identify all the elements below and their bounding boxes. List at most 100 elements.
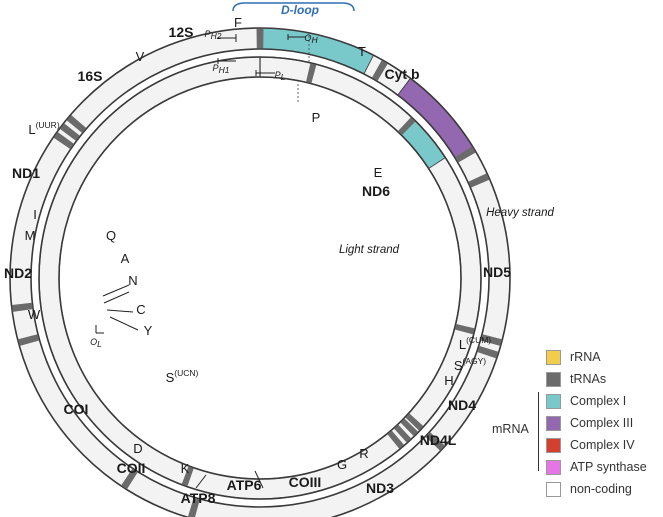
ring-outline-2 [38,56,482,500]
heavy-strand-label: Heavy strand [486,207,554,219]
ring-outline-3 [58,76,462,480]
trna-i-label: I [33,207,37,222]
ring-outline-1 [30,48,490,508]
trna-w-label: W [28,307,41,322]
gene-nd4-label: ND4 [448,397,476,413]
legend-item-non-coding: non-coding [546,481,632,497]
dloop-bracket [232,2,355,12]
trna-k-label: K [181,461,190,476]
connector-a [102,284,130,297]
trna-bar-inner-s [181,466,194,487]
trna-r-label: R [359,446,368,461]
trna-bar-inner-n [400,418,419,437]
connector-y [109,316,139,331]
legend-item-trnas: tRNAs [546,371,606,387]
gene-nd3-label: ND3 [366,480,394,496]
legend-label-non-coding: non-coding [570,482,632,496]
ph1-label: PH1 [213,63,230,75]
legend-item-rrna: rRNA [546,349,601,365]
gene-cytb-label: Cyt b [385,66,420,82]
connector-c [106,309,134,313]
trna-y-label: Y [144,323,153,338]
legend: mRNA rRNA tRNAs Complex I Complex III Co… [492,345,662,515]
gene-coii-label: COII [117,460,146,476]
trna-bar-inner-q [454,324,475,335]
trna-p-label: P [312,110,321,125]
legend-swatch-complex-i [546,393,561,409]
legend-swatch-non-coding [546,481,561,497]
trna-bar-inner-p [306,63,317,84]
legend-item-complex-i: Complex I [546,393,626,409]
connector-nd3 [254,470,264,489]
label-connectors [95,34,306,489]
legend-item-atp-synthase: ATP synthase [546,459,647,475]
gene-nd2-label: ND2 [4,265,32,281]
trna-bar-outer-i [480,334,502,346]
trna-l-cum-label: L(CUM) [459,335,491,352]
gene-coiii-label: COIII [289,474,322,490]
legend-swatch-rrna [546,349,561,365]
trna-s-ucn-label: S(UCN) [166,368,199,385]
gene-atp8-label: ATP8 [181,490,216,506]
connector-n [103,291,130,304]
dloop-label: D-loop [281,3,319,17]
trna-bar-outer-f [256,28,264,49]
trna-s-agy-label: S(AGY) [454,356,486,373]
legend-swatch-trnas [546,371,561,387]
gene-12s-label: 12S [169,24,194,40]
oh-label: OH [304,33,318,45]
trna-bar-outer-d [187,497,200,517]
legend-item-complex-iii: Complex III [546,415,633,431]
gene-nd1-label: ND1 [12,165,40,181]
trna-c-label: C [136,302,145,317]
trna-d-label: D [133,441,142,456]
ring-outline-0 [9,27,511,517]
trna-bar-outer-m [477,345,499,359]
trna-bar-outer-l [66,114,87,133]
trna-bar-outer-g [18,334,40,346]
trna-bar-outer-l [468,173,490,188]
legend-swatch-atp-synthase [546,459,561,475]
trna-f-label: F [234,15,242,30]
gene-atp6-label: ATP6 [227,477,262,493]
legend-label-complex-i: Complex I [570,394,627,408]
ph2-label: PH2 [205,29,222,41]
gene-coi-label: COI [64,401,89,417]
gene-16s-label: 16S [78,68,103,84]
legend-swatch-complex-iv [546,437,561,453]
legend-label-trnas: tRNAs [570,372,607,386]
trna-bar-inner-e [397,117,416,136]
gene-nd4l-label: ND4L [420,432,457,448]
trna-m-label: M [25,228,36,243]
trna-bar-outer-k [121,468,138,490]
pl-label: PL [275,70,286,82]
trna-bar-inner-a [405,413,424,431]
trna-t-label: T [358,44,366,59]
trna-h-label: H [444,373,453,388]
legend-label-rrna: rRNA [570,350,601,364]
legend-label-complex-iv: Complex IV [570,438,635,452]
gene-nd6-label: ND6 [362,183,390,199]
light-strand-label: Light strand [339,244,400,256]
trna-bar-outer-w [425,432,445,451]
trna-a-label: A [121,251,130,266]
trna-bar-outer-v [371,60,388,81]
trna-bar-outer-r [11,302,33,312]
legend-mrna-label: mRNA [492,422,529,436]
legend-label-complex-iii: Complex III [570,416,634,430]
trna-bar-inner-y [387,430,405,449]
legend-swatch-complex-iii [546,415,561,431]
trna-bar-inner-c [394,424,412,443]
trna-q-label: Q [106,228,116,243]
ol-label: OL [90,337,102,349]
trna-l-uur-label: L(UUR) [28,120,59,137]
trna-v-label: V [136,49,145,64]
trna-bar-outer-s [59,123,80,141]
connector-atp8 [195,474,207,489]
legend-mrna-bracket [538,392,539,471]
trna-e-label: E [374,165,383,180]
gene-nd5-label: ND5 [483,264,511,280]
trna-g-label: G [337,457,347,472]
trna-bars [11,28,502,517]
